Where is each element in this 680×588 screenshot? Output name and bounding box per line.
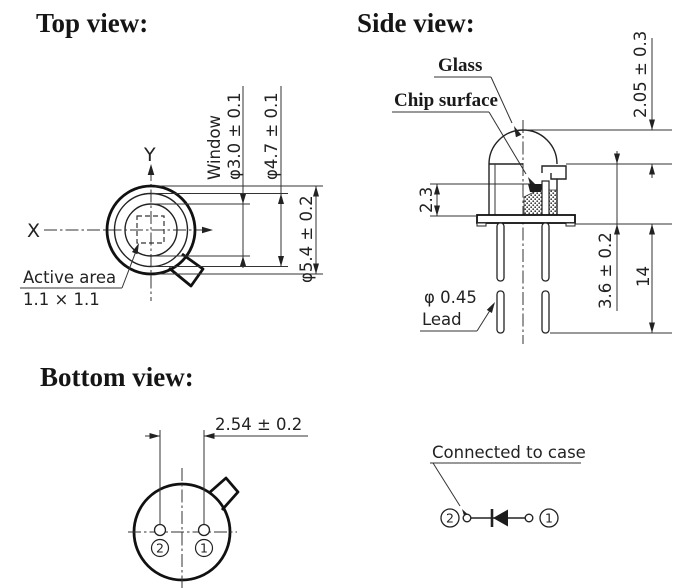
lead-callout: φ 0.45 Lead	[420, 288, 495, 332]
y-axis-label: Y	[143, 144, 156, 166]
terminal-right	[524, 513, 534, 523]
pin1-lead	[197, 523, 211, 537]
case-rim-tab	[541, 165, 567, 180]
active-area-callout: Active area 1.1 × 1.1	[20, 243, 139, 309]
case-height-dimension: 3.6 ± 0.2	[596, 151, 620, 311]
lead-leader-arrow-icon	[486, 302, 495, 313]
case-outline-circle	[105, 184, 197, 276]
bottom-view: Bottom view: 2 1 2.54 ± 0.2	[40, 362, 308, 588]
chip-surface-height-dim: 2.3	[417, 187, 436, 213]
lead-length-dim: 14	[634, 266, 653, 287]
active-area-size: 1.1 × 1.1	[23, 290, 100, 309]
active-area-square	[136, 215, 165, 244]
glass-callout: Glass	[434, 55, 522, 138]
window-label: Window	[205, 115, 224, 180]
lead-left-upper	[496, 222, 505, 282]
lead-left-lower	[496, 290, 505, 334]
flange	[476, 214, 576, 224]
lead-length-dimension: 14	[634, 224, 655, 333]
pin2-number: 2	[150, 538, 170, 558]
diode-triangle-icon	[493, 509, 508, 527]
bottom-view-title: Bottom view:	[40, 362, 194, 392]
chip-height-dimension: 2.3	[417, 184, 477, 217]
side-view-title: Side view:	[357, 8, 475, 38]
x-axis-label: X	[27, 220, 40, 242]
cap-height-dim: 2.05 ± 0.3	[631, 31, 650, 118]
glass-label: Glass	[438, 55, 482, 76]
flange-right-lip	[565, 222, 576, 227]
chip	[528, 184, 542, 192]
y-axis-arrow-icon	[147, 164, 155, 175]
active-area-leader-arrow-icon	[131, 243, 139, 255]
internal-lead-post	[541, 180, 550, 216]
chip-surface-callout: Chip surface	[392, 90, 537, 189]
side-view: Side view: Glass Chip surface	[357, 8, 672, 344]
window-diameter-dim: φ3.0 ± 0.1	[225, 92, 244, 180]
x-axis-arrow-icon	[202, 226, 213, 234]
case-height-dim: 3.6 ± 0.2	[596, 232, 615, 309]
chip-mount-right	[548, 189, 558, 216]
pin2-lead	[153, 523, 167, 537]
circuit-symbol: Connected to case 2 1	[430, 443, 586, 528]
rim-diameter-dim: φ4.7 ± 0.1	[262, 92, 281, 180]
chip-mount-left	[523, 187, 543, 216]
package-body	[430, 120, 576, 344]
lead-spacing-dimension: 2.54 ± 0.2	[145, 415, 308, 439]
top-view: Top view: X Y	[20, 8, 323, 309]
glass-leader-arrow-icon	[514, 126, 522, 138]
top-view-dimension-lines	[240, 86, 319, 274]
top-view-axes: X Y	[27, 144, 213, 301]
active-area-label: Active area	[23, 268, 116, 287]
circuit-pin1: 1	[539, 508, 559, 528]
lead-diameter-dim: φ 0.45	[424, 288, 477, 307]
top-view-title: Top view:	[36, 8, 148, 38]
pin1-number: 1	[194, 538, 214, 558]
terminal-left	[462, 513, 472, 523]
top-view-extension-lines	[151, 185, 323, 275]
index-tab	[168, 252, 205, 288]
svg-text:2: 2	[446, 511, 454, 526]
connected-to-case-label: Connected to case	[432, 443, 586, 462]
svg-text:2: 2	[156, 541, 164, 556]
connected-to-case-callout: Connected to case	[430, 443, 586, 520]
lead-right-upper	[541, 222, 550, 282]
lead-spacing-dim: 2.54 ± 0.2	[215, 415, 302, 434]
lead-right-lower	[541, 290, 550, 334]
circuit-pin2: 2	[440, 508, 460, 528]
case-diameter-dim: φ5.4 ± 0.2	[297, 195, 316, 283]
svg-text:1: 1	[545, 511, 553, 526]
chip-surface-label: Chip surface	[394, 90, 498, 111]
cap-height-dimension: 2.05 ± 0.3	[631, 31, 655, 178]
bottom-index-tab	[208, 476, 240, 511]
svg-text:1: 1	[200, 541, 208, 556]
flange-left-lip	[476, 222, 487, 227]
lead-label: Lead	[422, 310, 462, 329]
